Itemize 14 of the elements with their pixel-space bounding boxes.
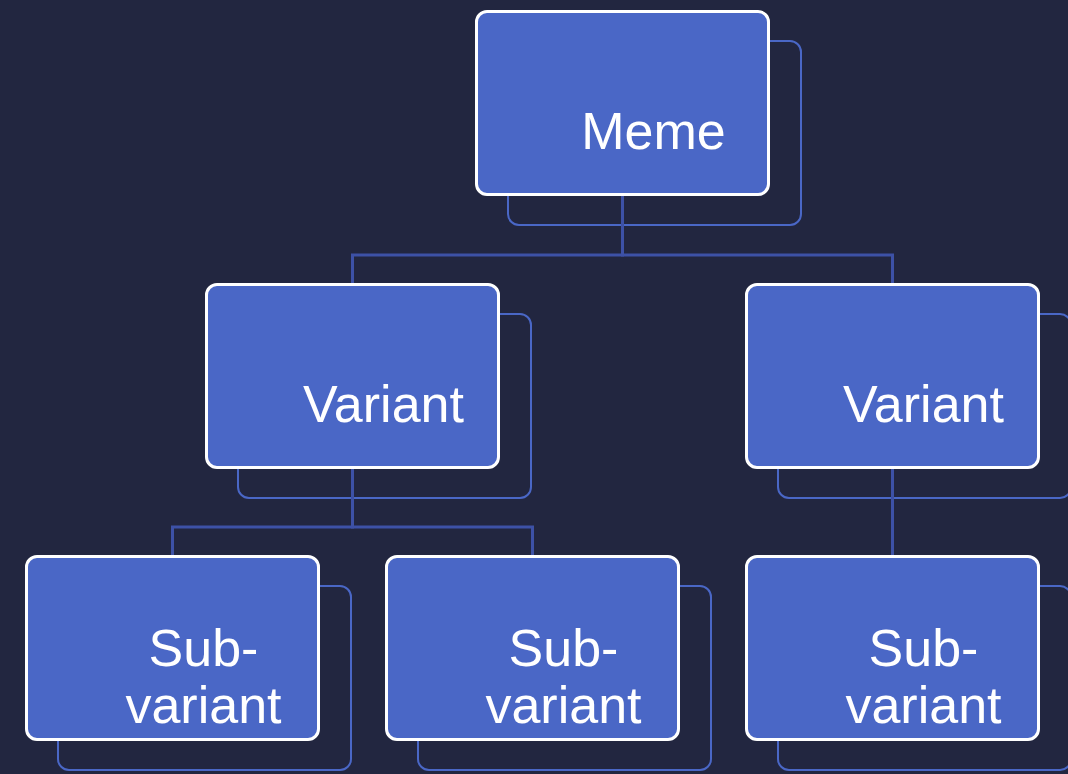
hierarchy-box xyxy=(205,283,500,469)
box-label: Meme xyxy=(581,103,726,161)
connector-line xyxy=(891,469,894,555)
box-label: Variant xyxy=(843,376,1004,434)
box-label: Sub-variant xyxy=(124,619,283,735)
hierarchy-box xyxy=(475,10,770,196)
box-label: Variant xyxy=(303,376,464,434)
hierarchy-box xyxy=(25,555,320,741)
hierarchy-box xyxy=(745,555,1040,741)
box-label: Sub-variant xyxy=(484,619,643,735)
box-label: Sub-variant xyxy=(844,619,1003,735)
connector-line xyxy=(351,469,534,555)
hierarchy-box xyxy=(385,555,680,741)
hierarchy-box xyxy=(745,283,1040,469)
